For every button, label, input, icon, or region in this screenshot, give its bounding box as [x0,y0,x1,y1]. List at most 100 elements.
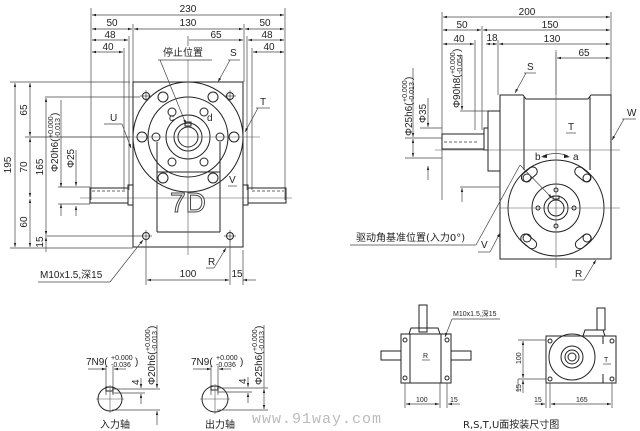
thread-note-front: M10x1.5,深15 [40,269,103,281]
drive-angle-reference-note: 驱动角基准位置(入力0°) [356,231,465,244]
stop-position-label: 停止位置 [163,46,203,59]
dim-70: 70 [19,161,30,173]
label-R-side: R [575,269,582,280]
svg-text:-0.036: -0.036 [111,362,131,369]
label-U: U [110,113,117,124]
dim-165-mount: 165 [576,397,588,404]
dim-50-side: 50 [456,20,468,31]
dim-100-mount-R: 100 [416,397,428,404]
dim-15-mount-T: 15 [534,397,542,404]
dim-48-left: 48 [104,30,116,41]
svg-text:+0.000: +0.000 [402,80,409,102]
label-V-side: V [481,240,488,251]
shaft-dia-20h6: Φ20h6( +0.000 -0.013 ) [48,113,62,172]
shaft-dia-25h6: Φ25h6( +0.000 -0.013 ) [402,77,416,136]
dim-65: 65 [210,30,222,41]
front-shafts [89,184,287,206]
svg-text:+0.000: +0.000 [145,329,152,351]
shoulder-dia-25: Φ25 [66,148,77,168]
label-T-mount: T [604,357,609,364]
svg-text:+0.000: +0.000 [111,355,133,362]
output-shaft-detail: 7N9( +0.000 -0.036 ) 4 Φ25h6( +0.000 -0.… [191,325,268,431]
dim-200: 200 [519,7,536,18]
svg-text:Φ25h6(: Φ25h6( [254,351,265,385]
dim-65-side: 65 [578,48,590,59]
label-T-front: T [260,97,266,108]
label-S-front: S [230,48,237,59]
output-key-depth: 4 [238,378,249,384]
front-left-dimensions: 195 65 70 165 60 15 Φ20h6( +0.000 -0.013… [3,81,140,252]
side-top-dimensions: 200 50 150 40 18 130 65 [441,7,612,200]
side-view: 200 50 150 40 18 130 65 [350,7,637,281]
label-a: a [573,152,579,163]
mount-views-caption: R,S,T,U面按装尺寸图 [463,418,559,431]
side-left-dimensions: Φ25h6( +0.000 -0.013 ) Φ35 Φ90h8( +0.000… [402,49,500,202]
dim-50-right: 50 [259,18,271,29]
dim-195: 195 [3,156,14,173]
dim-230: 230 [180,4,197,15]
dim-15-v: 15 [35,236,46,248]
svg-text:-0.036: -0.036 [216,362,236,369]
input-shaft-caption: 入力轴 [100,418,130,431]
svg-text:-0.013: -0.013 [152,331,159,351]
svg-text:): ) [404,77,415,80]
front-bottom-dimensions: 100 15 [145,240,256,285]
front-callouts: 停止位置 S T U c d V R M10x1.5,深15 [38,46,270,283]
svg-text:): ) [135,357,138,368]
input-key-spec: 7N9( [86,357,108,368]
mount-view-R: R M10x1.5,深15 100 15 [380,304,500,408]
dim-40-right: 40 [263,42,275,53]
label-S-side: S [527,62,534,73]
output-shaft-dia: Φ25h6( +0.000 -0.013 ) [252,326,266,385]
input-shaft-detail: 7N9( +0.000 -0.036 ) 4 Φ20h6( +0.000 -0.… [86,325,160,431]
svg-text:): ) [254,326,265,329]
watermark: www.91way.com [252,411,382,428]
mount-view-T: T 100 15 15 165 [516,307,617,408]
svg-text:-0.013: -0.013 [259,331,266,351]
svg-text:+0.000: +0.000 [252,329,259,351]
svg-text:Φ90h8(: Φ90h8( [452,74,463,108]
label-b: b [535,152,541,163]
dim-165: 165 [35,158,46,175]
label-R-front: R [208,257,215,268]
svg-text:+0.000: +0.000 [216,355,238,362]
dim-15-mount-R: 15 [450,397,458,404]
dim-40-left: 40 [102,42,114,53]
label-V-front: V [229,175,236,186]
svg-text:): ) [452,49,463,52]
dim-130: 130 [180,18,197,29]
dim-18: 18 [486,33,498,44]
front-view: 230 50 130 50 48 65 48 40 40 [3,4,292,285]
dim-40-side: 40 [453,34,465,45]
dim-15-front: 15 [231,269,243,280]
svg-text:): ) [240,357,243,368]
dim-130-side: 130 [544,34,561,45]
svg-text:-0.013: -0.013 [55,118,62,138]
svg-text:): ) [50,113,61,116]
boss-dia-90h8: Φ90h8( +0.000 -0.054 ) [450,49,464,108]
svg-text:-0.054: -0.054 [457,54,464,74]
side-body [435,50,620,268]
shoulder-dia-35: Φ35 [418,103,429,123]
label-W: W [627,108,637,119]
svg-text:Φ20h6(: Φ20h6( [147,351,158,385]
input-key-depth: 4 [131,379,142,385]
thread-note-mount: M10x1.5,深15 [453,309,497,318]
svg-text:): ) [147,326,158,329]
label-d: d [207,113,213,124]
svg-text:+0.000: +0.000 [450,52,457,74]
output-key-spec: 7N9( [191,357,213,368]
svg-text:Φ20h6(: Φ20h6( [50,138,61,172]
front-body: 7D [30,60,292,255]
dim-150: 150 [542,20,559,31]
input-shaft-dia: Φ20h6( +0.000 -0.013 ) [145,326,159,385]
svg-text:-0.013: -0.013 [409,82,416,102]
label-R-mount: R [423,353,428,360]
dim-60: 60 [19,216,30,228]
dim-100-mount-T: 100 [516,352,523,364]
svg-text:Φ25h6(: Φ25h6( [404,102,415,136]
dim-100-front: 100 [180,269,197,280]
side-callouts: S T W b a 驱动角基准位置(入力0°) V R [350,62,637,281]
